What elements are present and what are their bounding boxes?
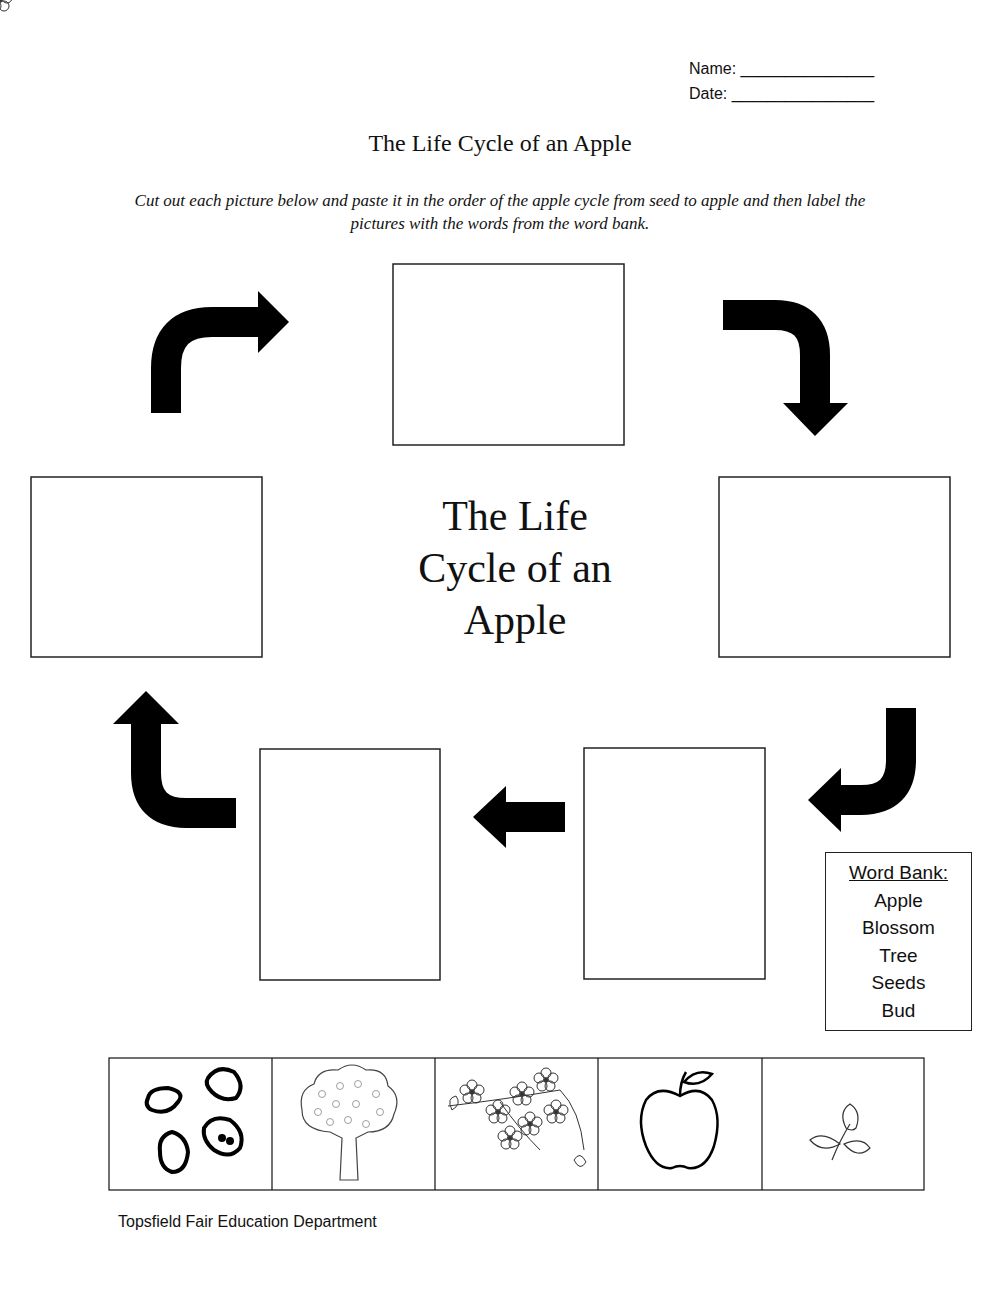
word-bank-word: Bud [836,997,961,1025]
tree-picture [301,1065,397,1180]
date-field: Date: ________________ [689,85,874,103]
worksheet-title: The Life Cycle of an Apple [0,130,1000,157]
apple-picture [641,1072,718,1168]
center-title: The Life Cycle of an Apple [390,490,640,646]
footer-credit: Topsfield Fair Education Department [118,1213,377,1231]
cycle-arrows [113,291,901,848]
word-bank-word: Apple [836,887,961,915]
picture-strip [109,1058,924,1190]
bud-picture [810,1104,870,1160]
word-bank-box: Word Bank:AppleBlossomTreeSeedsBud [825,852,972,1031]
word-bank-heading: Word Bank: [836,859,961,887]
seeds-picture [147,1069,242,1172]
instructions: Cut out each picture below and paste it … [110,189,890,235]
empty-boxes [31,264,950,980]
word-bank-word: Blossom [836,914,961,942]
word-bank-word: Seeds [836,969,961,997]
word-bank-word: Tree [836,942,961,970]
name-field: Name: _______________ [689,60,874,78]
